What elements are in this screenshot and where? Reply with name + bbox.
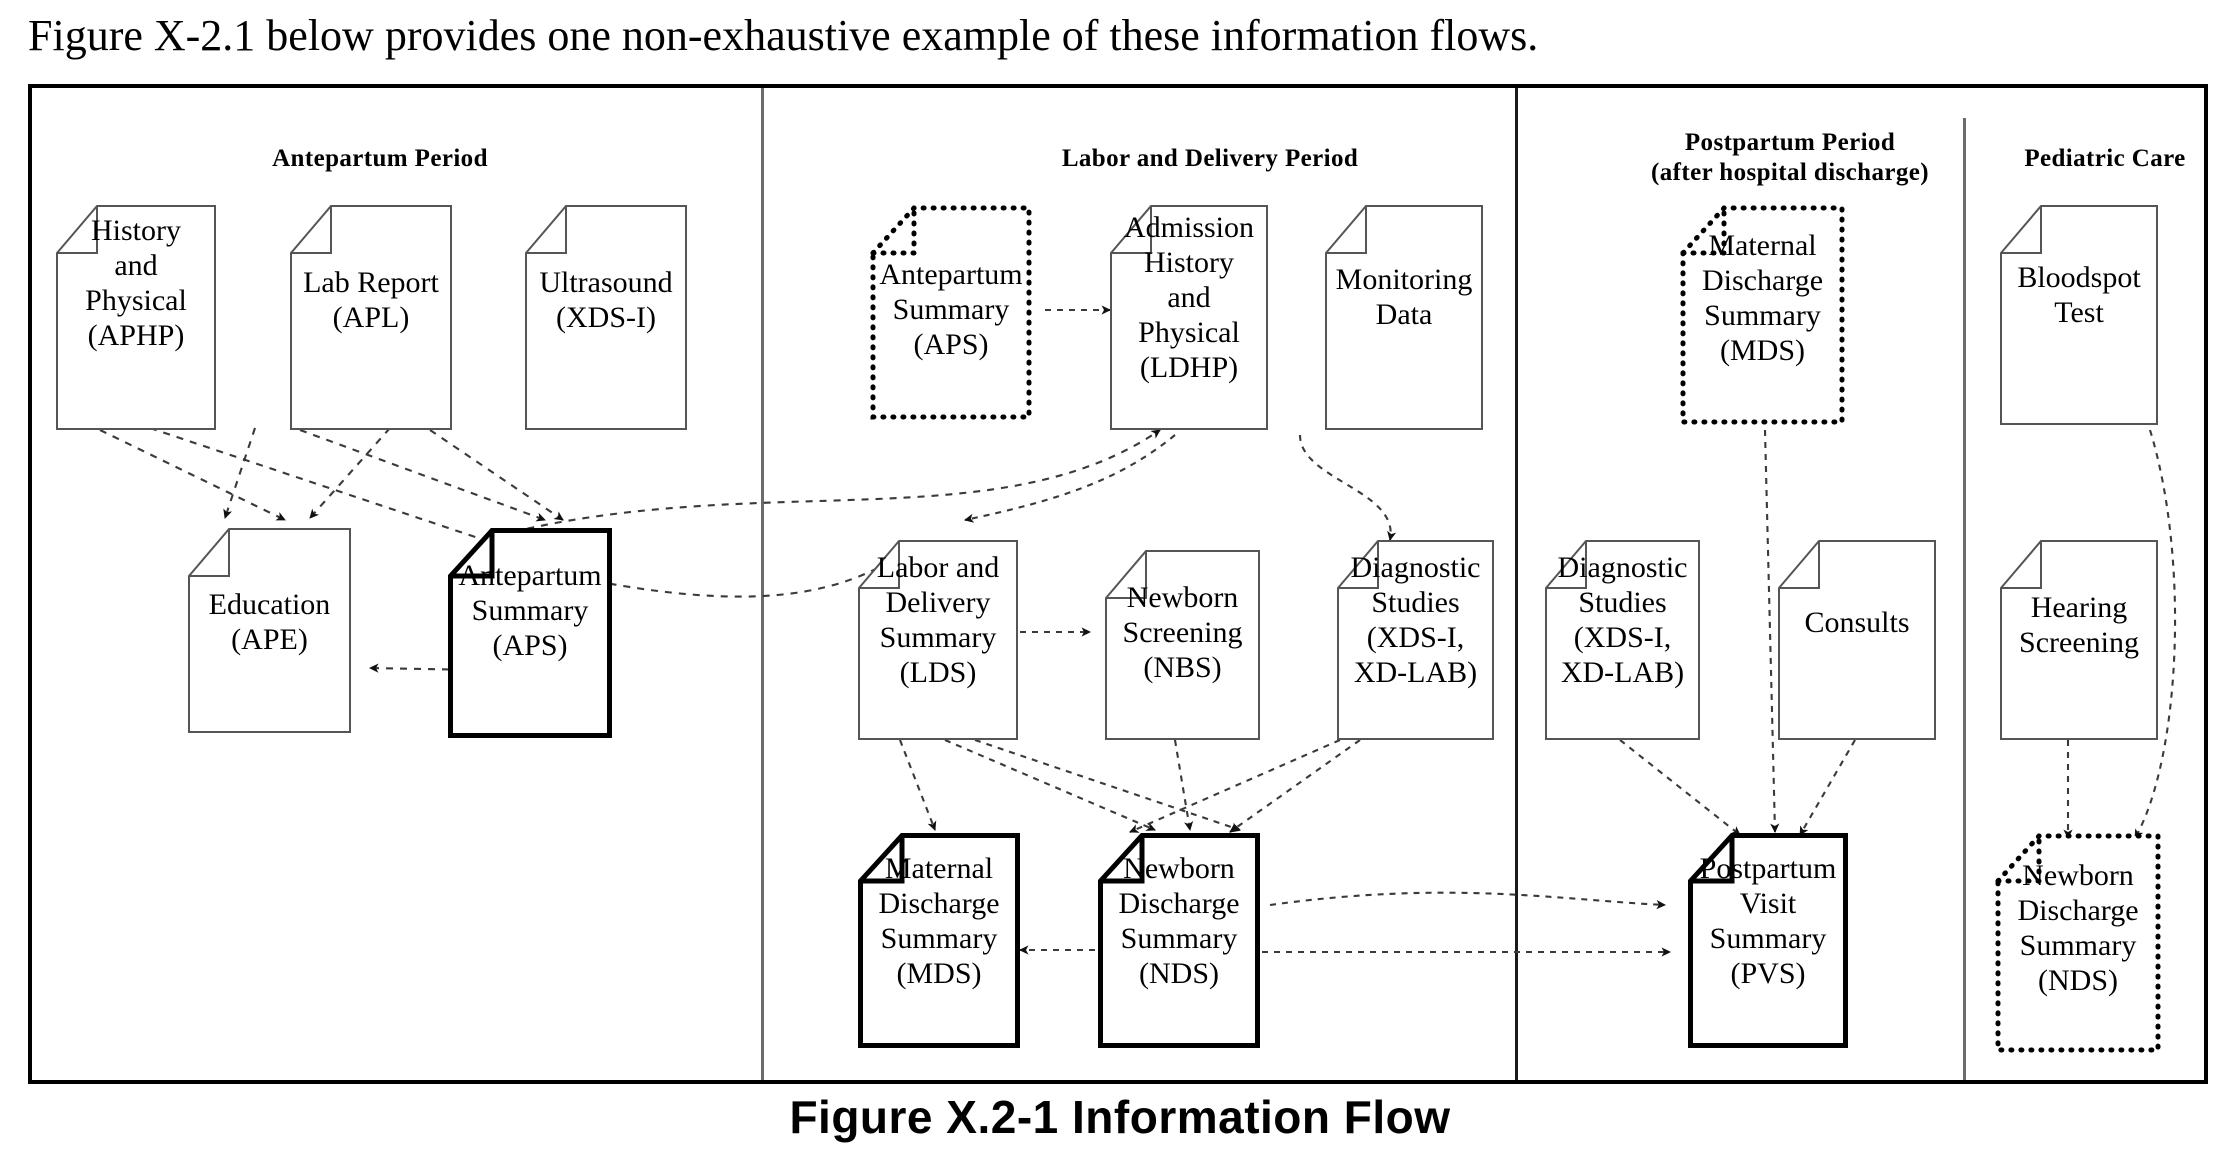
page-shape bbox=[858, 833, 1020, 1048]
section-title-postpartum-line2: (after hospital discharge) bbox=[1651, 159, 1929, 186]
section-title-postpartum: Postpartum Period (after hospital discha… bbox=[1590, 128, 1990, 188]
doc-postpartum-diagnostic-studies[interactable]: Diagnostic Studies (XDS-I, XD-LAB) bbox=[1545, 540, 1700, 740]
doc-postpartum-maternal-discharge-summary[interactable]: Maternal Discharge Summary (MDS) bbox=[1680, 205, 1845, 425]
doc-labor-newborn-discharge-summary[interactable]: Newborn Discharge Summary (NDS) bbox=[1098, 833, 1260, 1048]
page-shape bbox=[858, 540, 1018, 740]
section-title-pediatric: Pediatric Care bbox=[2024, 145, 2186, 172]
page-shape bbox=[870, 205, 1032, 420]
page-shape bbox=[1105, 550, 1260, 740]
doc-labor-maternal-discharge-summary[interactable]: Maternal Discharge Summary (MDS) bbox=[858, 833, 1020, 1048]
page-shape bbox=[1688, 833, 1848, 1048]
doc-postpartum-consults[interactable]: Consults bbox=[1778, 540, 1936, 740]
doc-postpartum-visit-summary[interactable]: Postpartum Visit Summary (PVS) bbox=[1688, 833, 1848, 1048]
doc-pediatric-newborn-discharge-summary[interactable]: Newborn Discharge Summary (NDS) bbox=[1995, 833, 2161, 1053]
figure-caption: Figure X.2-1 Information Flow bbox=[789, 1091, 1451, 1143]
page-shape bbox=[2000, 540, 2158, 740]
doc-antepartum-ultrasound[interactable]: Ultrasound (XDS-I) bbox=[525, 205, 687, 430]
page-shape bbox=[1680, 205, 1845, 425]
divider-antepartum-labor bbox=[761, 88, 764, 1080]
doc-labor-delivery-summary[interactable]: Labor and Delivery Summary (LDS) bbox=[858, 540, 1018, 740]
page-shape bbox=[290, 205, 452, 430]
page-shape bbox=[188, 528, 351, 733]
page-shape bbox=[448, 528, 612, 738]
page-shape bbox=[1995, 833, 2161, 1053]
doc-labor-antepartum-summary[interactable]: Antepartum Summary (APS) bbox=[870, 205, 1032, 420]
doc-labor-newborn-screening[interactable]: Newborn Screening (NBS) bbox=[1105, 550, 1260, 740]
intro-paragraph: Figure X-2.1 below provides one non-exha… bbox=[28, 11, 1539, 60]
doc-pediatric-hearing-screening[interactable]: Hearing Screening bbox=[2000, 540, 2158, 740]
section-title-postpartum-line1: Postpartum Period bbox=[1684, 129, 1896, 156]
page-shape bbox=[1110, 205, 1268, 430]
page-shape bbox=[1337, 540, 1494, 740]
doc-antepartum-summary[interactable]: Antepartum Summary (APS) bbox=[448, 528, 612, 738]
section-title-antepartum: Antepartum Period bbox=[272, 145, 488, 172]
doc-labor-diagnostic-studies[interactable]: Diagnostic Studies (XDS-I, XD-LAB) bbox=[1337, 540, 1494, 740]
doc-labor-monitoring-data[interactable]: Monitoring Data bbox=[1325, 205, 1483, 430]
doc-antepartum-history-physical[interactable]: History and Physical (APHP) bbox=[56, 205, 216, 430]
divider-postpartum-pediatric bbox=[1963, 118, 1966, 1080]
divider-labor-postpartum bbox=[1515, 88, 1518, 1080]
page-shape bbox=[56, 205, 216, 430]
page-shape bbox=[1778, 540, 1936, 740]
section-title-labor: Labor and Delivery Period bbox=[1061, 145, 1359, 172]
page-shape bbox=[1098, 833, 1260, 1048]
page-shape bbox=[2000, 205, 2158, 425]
doc-antepartum-education[interactable]: Education (APE) bbox=[188, 528, 351, 733]
doc-pediatric-bloodspot-test[interactable]: Bloodspot Test bbox=[2000, 205, 2158, 425]
page-shape bbox=[1545, 540, 1700, 740]
page-shape bbox=[1325, 205, 1483, 430]
page-shape bbox=[525, 205, 687, 430]
doc-antepartum-lab-report[interactable]: Lab Report (APL) bbox=[290, 205, 452, 430]
doc-labor-admission-history-physical[interactable]: Admission History and Physical (LDHP) bbox=[1110, 205, 1268, 430]
